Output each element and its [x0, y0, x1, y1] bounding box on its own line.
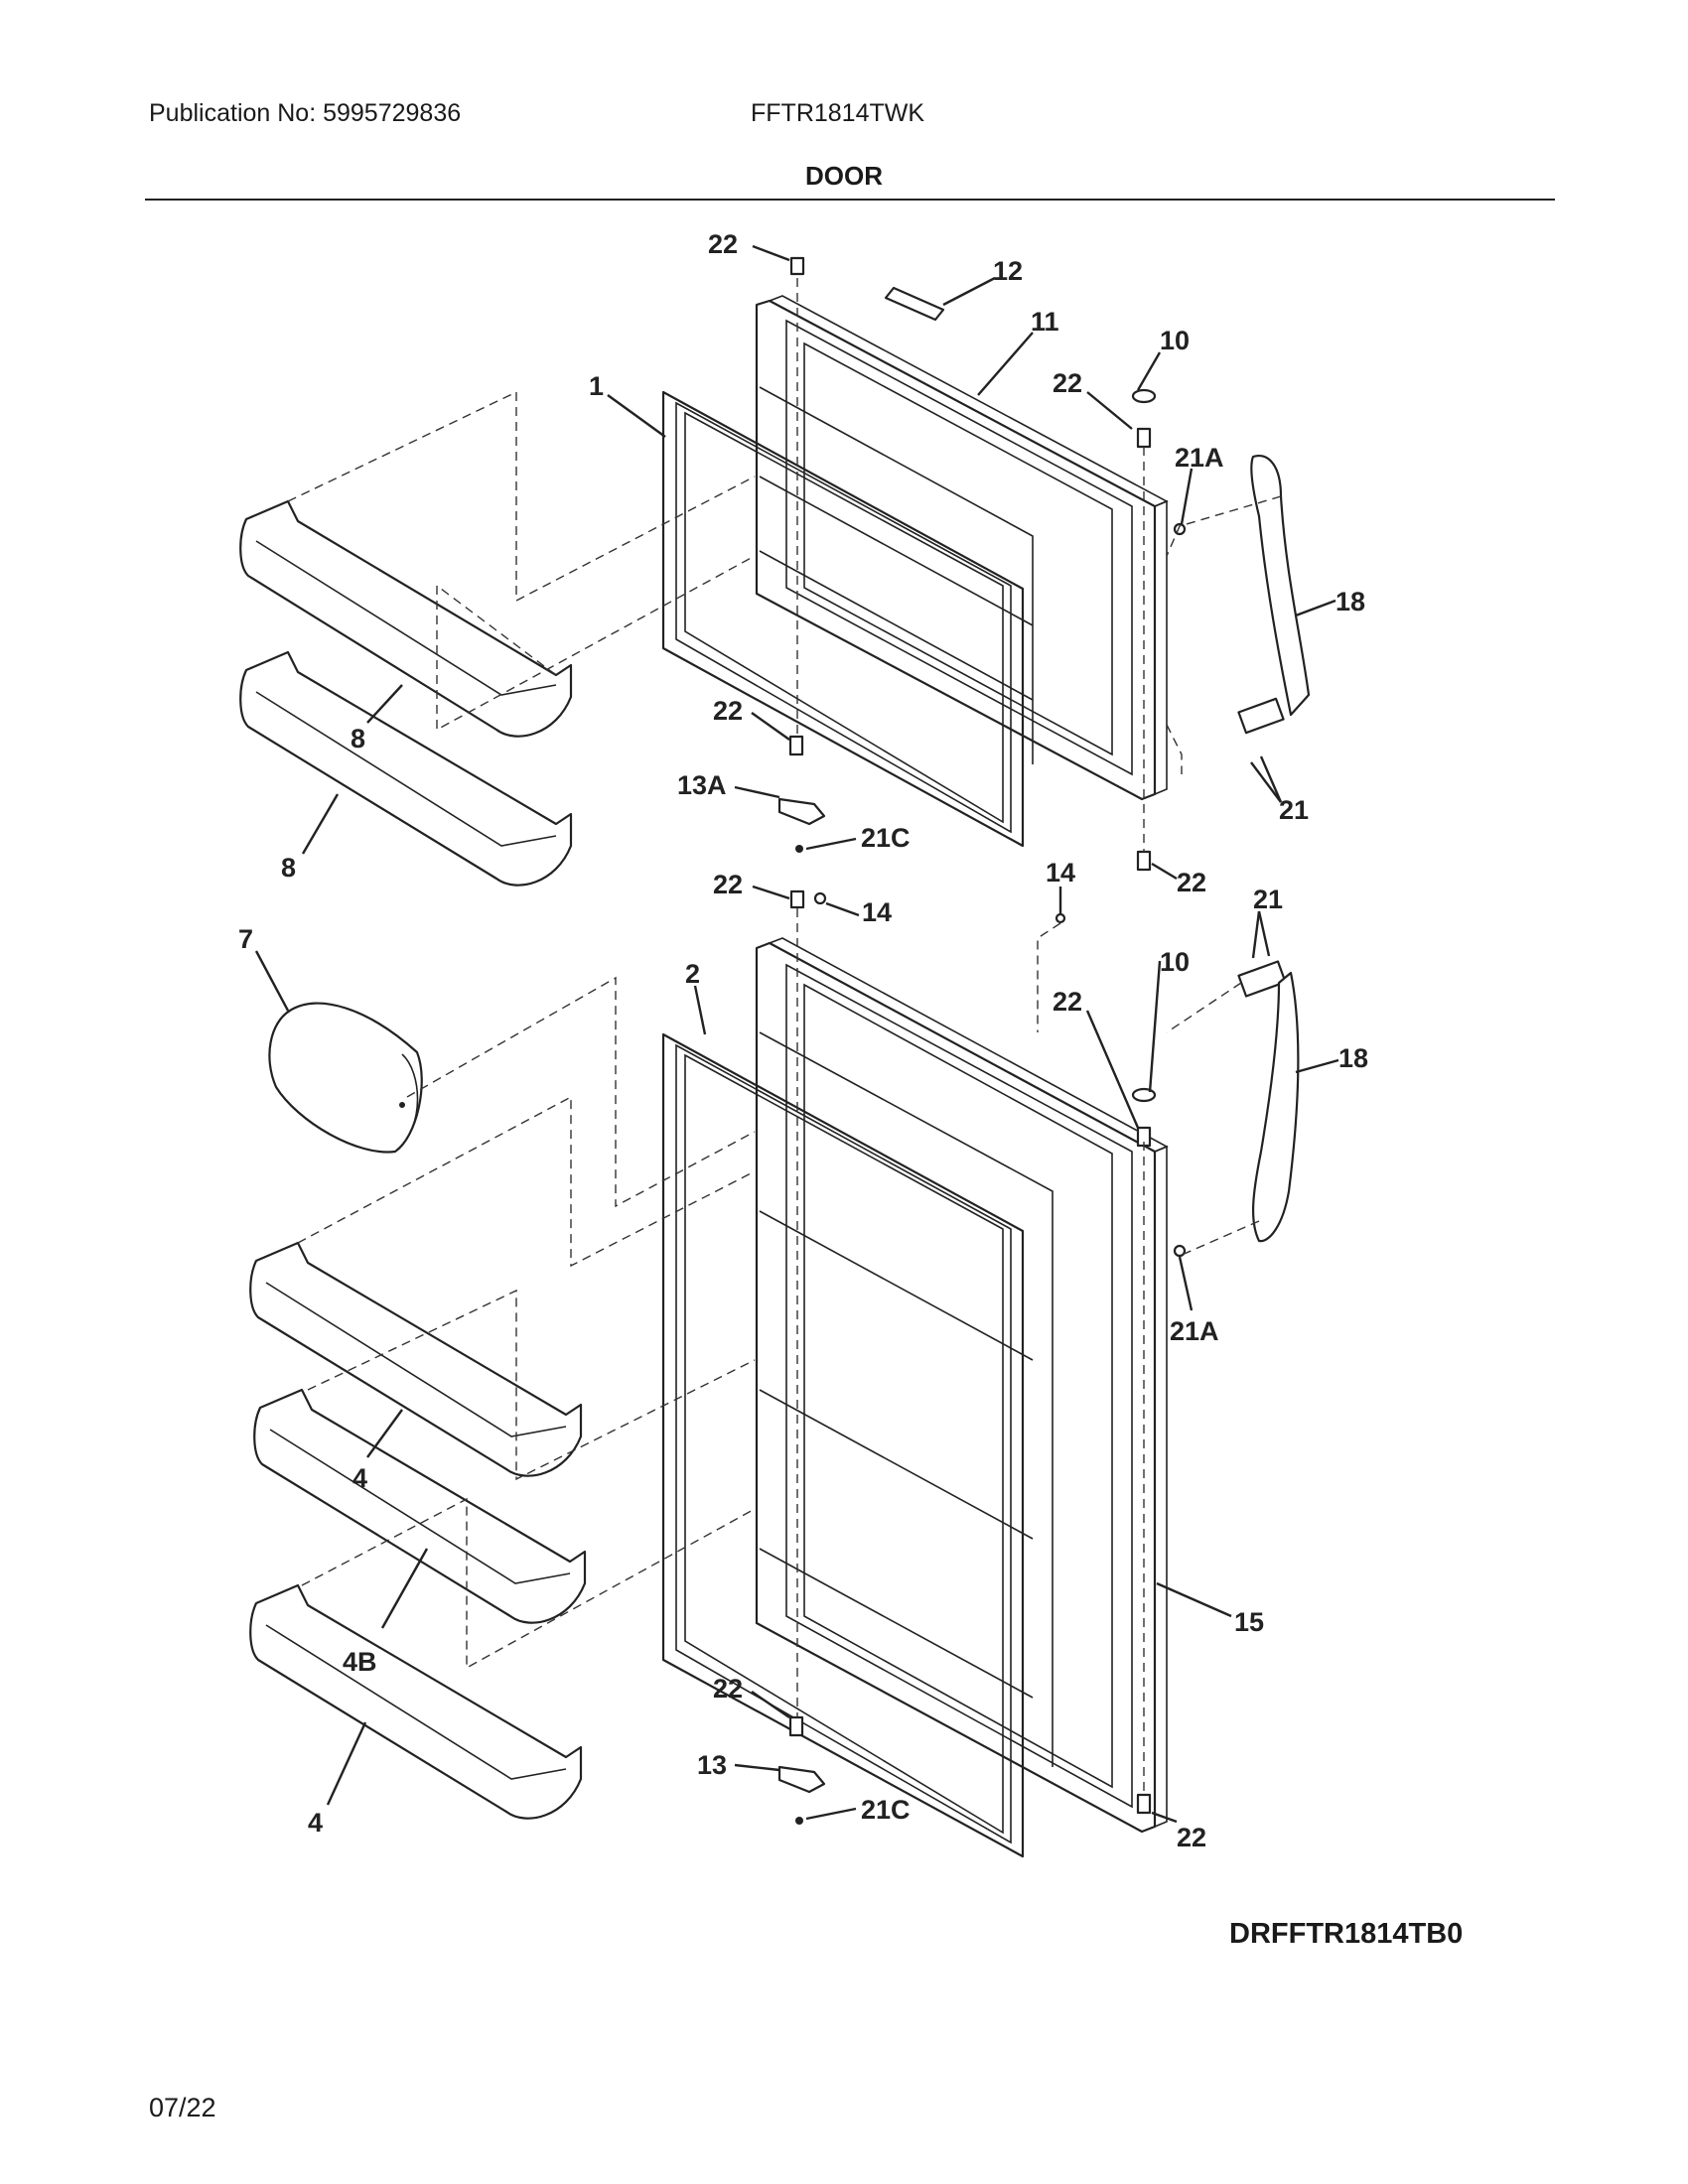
- header-divider: [145, 199, 1555, 201]
- callout-13: 13: [697, 1750, 727, 1780]
- freezer-handle-18: [1237, 454, 1311, 735]
- door-bin-4b: [253, 1388, 587, 1624]
- callout-2: 2: [685, 959, 700, 989]
- door-bin-4-lower: [249, 1583, 583, 1820]
- page-title: DOOR: [805, 161, 883, 191]
- callout-22-top: 22: [708, 229, 738, 259]
- callout-7: 7: [238, 924, 253, 954]
- callout-21-upper: 21: [1279, 795, 1309, 825]
- callout-18-upper: 18: [1336, 587, 1365, 616]
- callout-22-hinge-upper: 22: [1053, 368, 1082, 398]
- callout-21c-lower: 21C: [861, 1795, 911, 1825]
- callout-22-freezer-hinge-bottom: 22: [1177, 868, 1206, 897]
- callout-22-fresh-bottom: 22: [713, 1674, 743, 1704]
- door-bin-8-lower: [239, 650, 573, 887]
- drawing-code: DRFFTR1814TB0: [1229, 1918, 1464, 1950]
- publication-number: Publication No: 5995729836: [149, 99, 462, 127]
- callout-8-lower: 8: [281, 853, 296, 883]
- callout-14-left: 14: [862, 897, 892, 927]
- callout-11: 11: [1031, 307, 1059, 337]
- callout-18-lower: 18: [1338, 1043, 1368, 1073]
- callout-22-freezer-bottom: 22: [713, 696, 743, 726]
- callout-4-upper: 4: [352, 1463, 367, 1493]
- callout-21a-upper: 21A: [1175, 443, 1224, 473]
- callout-13a: 13A: [677, 770, 727, 800]
- callout-22-fresh-top: 22: [713, 870, 743, 899]
- callout-14-right: 14: [1046, 858, 1075, 887]
- callout-22-hinge-lower: 22: [1053, 987, 1082, 1017]
- callout-15: 15: [1234, 1607, 1264, 1637]
- freezer-door-11: [755, 295, 1169, 801]
- callout-10-upper: 10: [1160, 326, 1190, 355]
- door-bin-4-upper: [249, 1241, 583, 1477]
- fresh-food-door-15: [755, 937, 1169, 1834]
- callout-21-lower: 21: [1253, 885, 1283, 914]
- freezer-gasket-1: [661, 390, 1025, 848]
- callout-12: 12: [993, 256, 1023, 286]
- callout-labels: 22 12 11 10 1 22 21A 18 8 22 13A 21C 21 …: [238, 229, 1368, 1852]
- fresh-food-gasket-2: [661, 1032, 1025, 1858]
- alignment-lines: [287, 278, 1282, 1795]
- callout-1: 1: [589, 371, 604, 401]
- callout-leaders: [254, 244, 1339, 1824]
- callout-21c-upper: 21C: [861, 823, 911, 853]
- callout-21a-lower: 21A: [1170, 1316, 1219, 1346]
- fresh-food-handle-18: [1237, 960, 1300, 1243]
- callout-10-lower: 10: [1160, 947, 1190, 977]
- callout-4-lower: 4: [308, 1808, 323, 1838]
- callout-22-fresh-hinge-bottom: 22: [1177, 1823, 1206, 1852]
- callout-4b: 4B: [343, 1647, 377, 1677]
- model-number: FFTR1814TWK: [751, 99, 925, 127]
- callout-8-upper: 8: [351, 724, 365, 753]
- revision-date: 07/22: [149, 2093, 216, 2122]
- dairy-bin-7: [268, 1002, 423, 1154]
